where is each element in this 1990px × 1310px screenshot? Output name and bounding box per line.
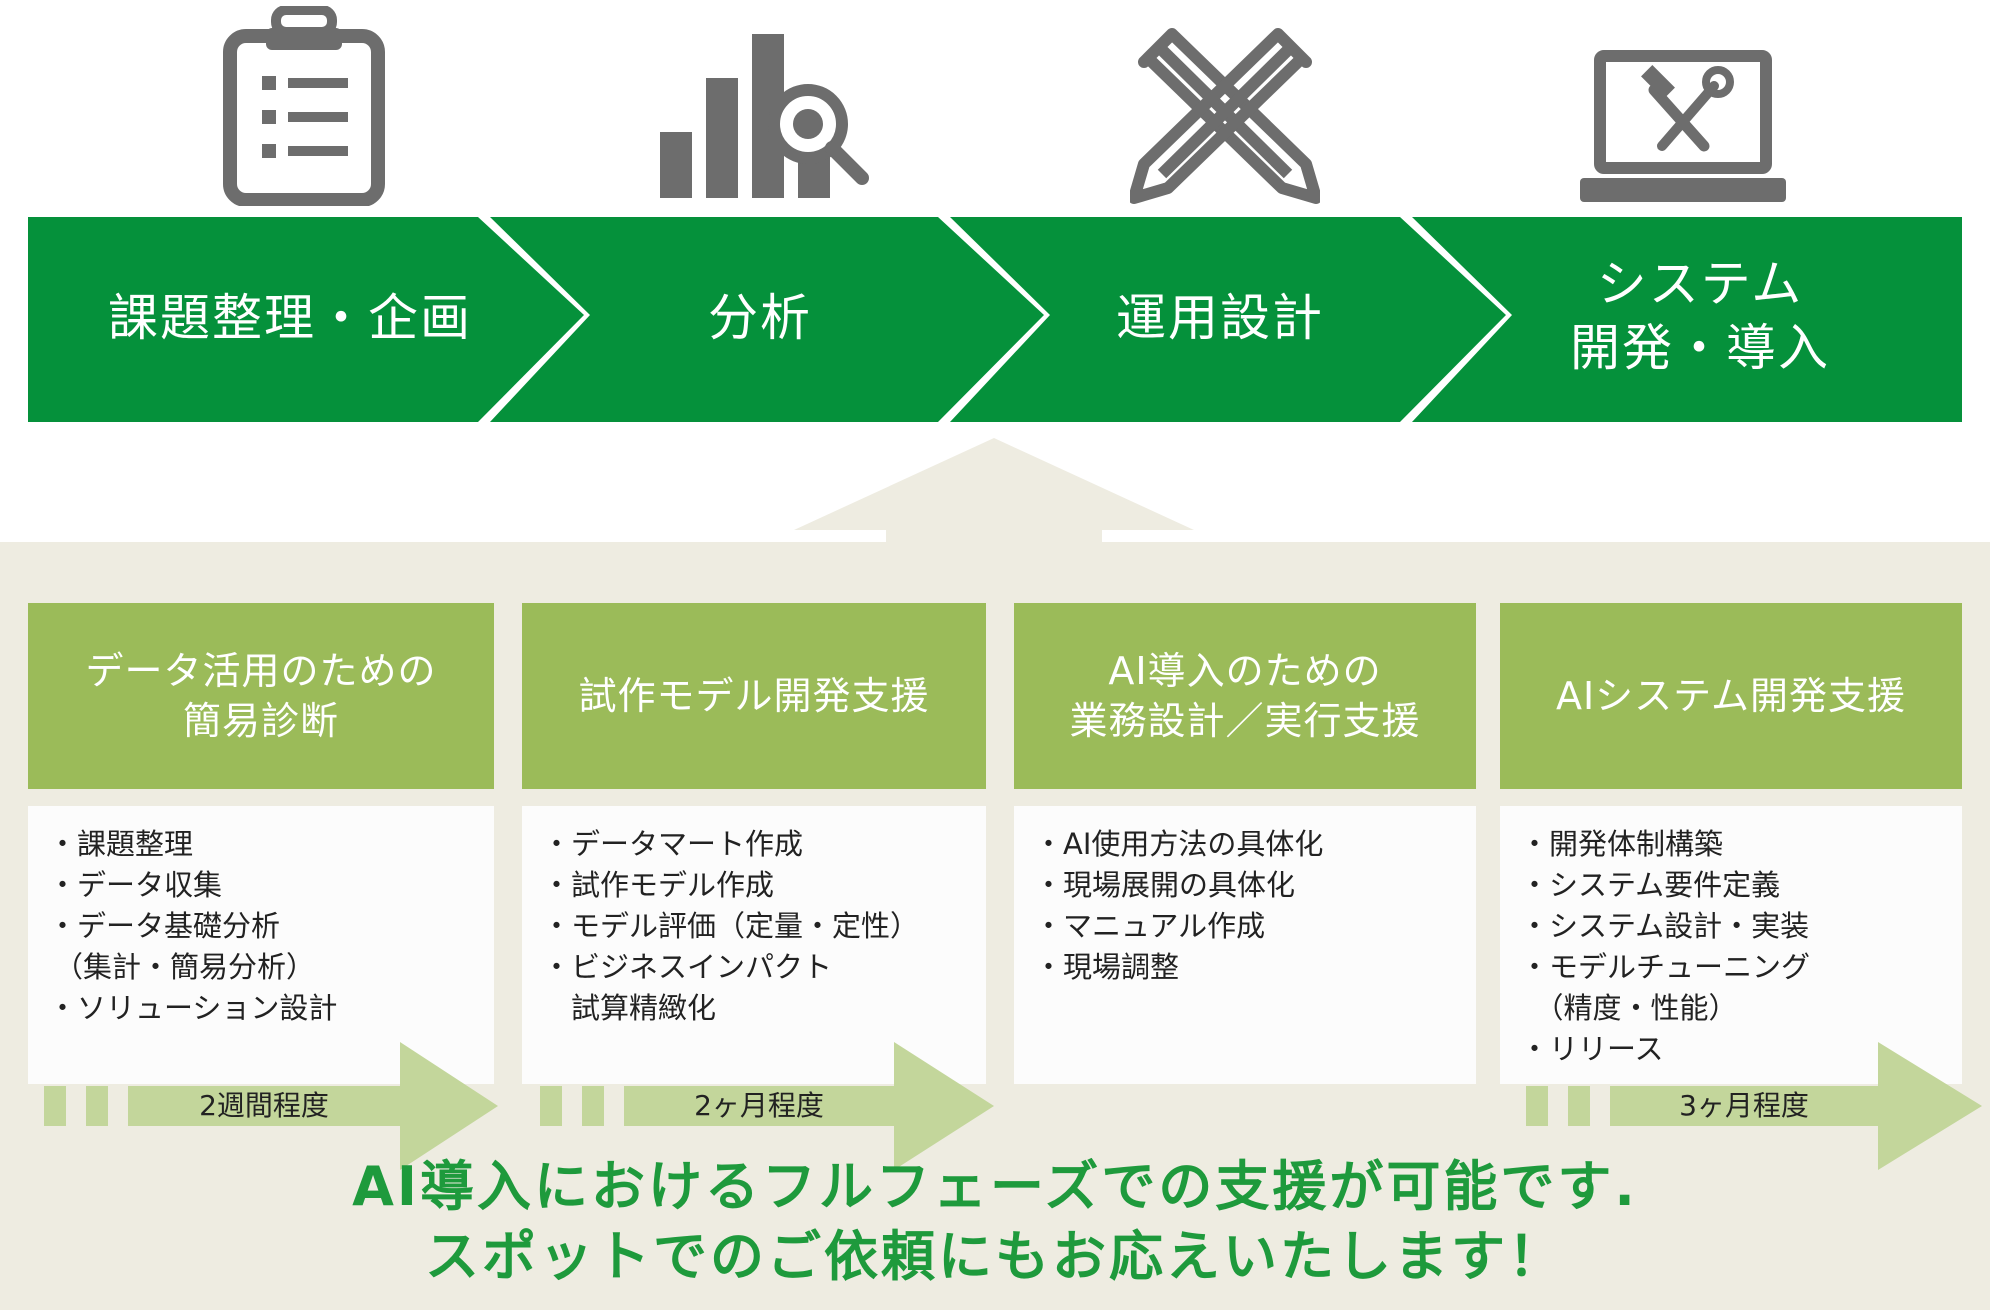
phase-label-3: 運用設計	[1116, 289, 1324, 347]
phase-chevron-4	[1412, 217, 1962, 422]
service-item: ・モデルチューニング	[1520, 950, 1811, 984]
phase-chevron-band	[28, 217, 1962, 422]
service-header-4: AIシステム開発支援	[1500, 603, 1962, 789]
phase-chevron-2	[490, 217, 1044, 422]
service-item: 試算精緻化	[542, 991, 717, 1025]
service-item: （精度・性能）	[1520, 991, 1738, 1025]
phase-label-1: 課題整理・企画	[108, 289, 472, 347]
service-item: ・課題整理	[48, 827, 194, 861]
service-item: ・システム要件定義	[1520, 868, 1781, 902]
message-line-2: スポットでのご依頼にもお応えいたします！	[425, 1225, 1565, 1288]
service-body-3: ・AI使用方法の具体化 ・現場展開の具体化 ・マニュアル作成 ・現場調整	[1014, 806, 1476, 1084]
phase-label-2: 分析	[708, 289, 812, 347]
duration-label-1: 2週間程度	[199, 1089, 329, 1122]
service-item: ・現場展開の具体化	[1034, 868, 1296, 902]
duration-label-2: 2ヶ月程度	[694, 1089, 824, 1122]
service-header-2: 試作モデル開発支援	[522, 603, 986, 789]
phase-chevron-3	[950, 217, 1506, 422]
service-item: ・ソリューション設計	[48, 991, 338, 1025]
service-item: ・試作モデル作成	[542, 868, 775, 902]
service-item: ・データマート作成	[542, 827, 804, 861]
service-item: ・リリース	[1520, 1032, 1664, 1066]
pencil-cross-icon	[1130, 28, 1320, 204]
laptop-tools-icon	[1580, 50, 1786, 202]
service-item: ・ビジネスインパクト	[542, 950, 833, 984]
service-body-1: ・課題整理 ・データ収集 ・データ基礎分析 （集計・簡易分析） ・ソリューション…	[28, 806, 494, 1084]
service-item: （集計・簡易分析）	[54, 950, 316, 984]
message-line-1: AI導入におけるフルフェーズでの支援が可能です.	[352, 1155, 1638, 1218]
phase-label-4: システム 開発・導入	[1570, 255, 1830, 377]
service-body-2: ・データマート作成 ・試作モデル作成 ・モデル評価（定量・定性） ・ビジネスイン…	[522, 806, 986, 1084]
up-arrow	[794, 438, 1194, 544]
service-item: ・現場調整	[1034, 950, 1180, 984]
service-item: ・システム設計・実装	[1520, 909, 1810, 943]
service-item: ・データ基礎分析	[48, 909, 281, 943]
service-item: ・モデル評価（定量・定性）	[542, 909, 920, 943]
duration-label-4: 3ヶ月程度	[1679, 1089, 1809, 1122]
service-header-3: AI導入のための業務設計／実行支援	[1014, 603, 1476, 789]
service-item: ・開発体制構築	[1520, 827, 1724, 861]
service-header-1: データ活用のための簡易診断	[28, 603, 494, 789]
phase-chevron-1	[28, 217, 584, 422]
bar-chart-search-icon	[660, 34, 869, 198]
service-item: ・マニュアル作成	[1034, 909, 1266, 943]
clipboard-icon	[223, 6, 385, 206]
service-item: ・データ収集	[48, 868, 223, 902]
service-item: ・AI使用方法の具体化	[1034, 827, 1324, 861]
service-body-4: ・開発体制構築 ・システム要件定義 ・システム設計・実装 ・モデルチューニング …	[1500, 806, 1962, 1084]
